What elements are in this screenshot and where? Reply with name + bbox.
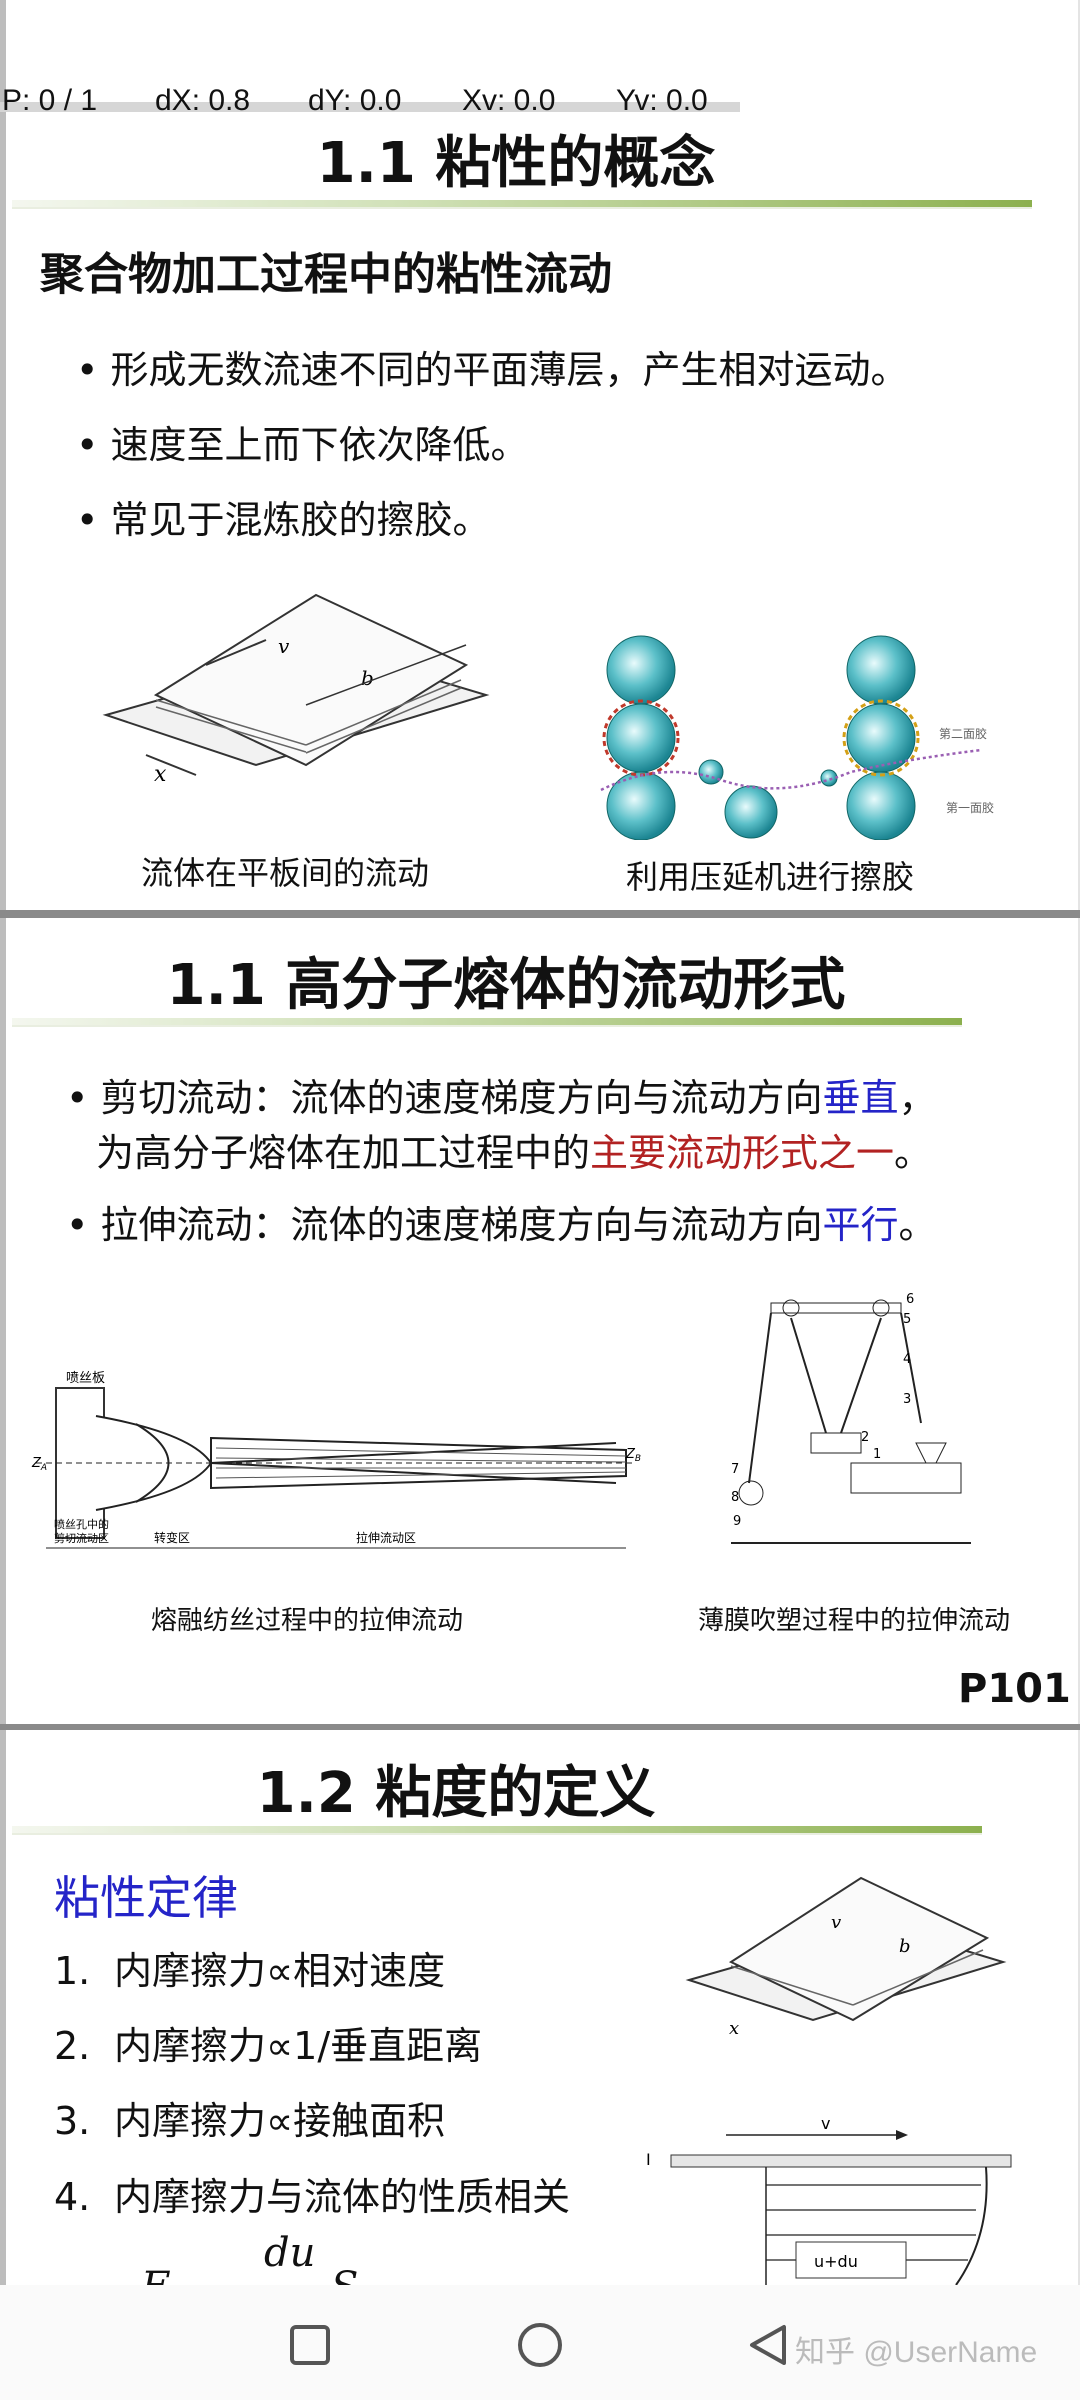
debug-dy: dY: 0.0 [308, 84, 402, 117]
circle-icon [518, 2323, 562, 2367]
debug-yv: Yv: 0.0 [616, 84, 708, 117]
label-stretch-zone: 拉伸流动区 [356, 1530, 416, 1545]
slide-2-title: 1.1 高分子熔体的流动形式 [166, 953, 846, 1018]
label-transition: 转变区 [154, 1530, 190, 1545]
label-n4: 4 [903, 1352, 911, 1367]
label-u-du: u+du [814, 2252, 858, 2271]
law-item: 4.内摩擦力与流体的性质相关 [54, 2175, 571, 2219]
slide-3-title: 1.2 粘度的定义 [256, 1761, 656, 1826]
spinning-caption: 熔融纺丝过程中的拉伸流动 [151, 1606, 464, 1636]
label-n9: 9 [733, 1514, 741, 1529]
home-button[interactable] [510, 2315, 570, 2375]
label-n8: 8 [731, 1490, 739, 1505]
label-v: v [821, 2115, 830, 2133]
label-shear-zone-2: 剪切流动区 [54, 1531, 109, 1545]
label-n3: 3 [903, 1392, 911, 1407]
label-x: x [154, 762, 167, 787]
law-item: 1.内摩擦力∝相对速度 [54, 1949, 446, 1993]
back-button[interactable] [740, 2315, 800, 2375]
law-item: 3.内摩擦力∝接触面积 [54, 2099, 446, 2143]
title-underline [12, 1826, 982, 1835]
label-n7: 7 [731, 1462, 739, 1477]
label-i: I [646, 2150, 651, 2169]
label-za: ZA [31, 1456, 47, 1473]
square-icon [290, 2325, 330, 2365]
title-underline [12, 200, 1032, 209]
debug-xv: Xv: 0.0 [462, 84, 556, 117]
label-b: b [899, 1936, 911, 1957]
film-caption: 薄膜吹塑过程中的拉伸流动 [698, 1606, 1011, 1636]
label-spinneret: 喷丝板 [66, 1371, 105, 1386]
fig2-caption: 利用压延机进行擦胶 [626, 858, 915, 896]
plate-flow-figure-2: v b x [685, 1876, 1007, 2039]
label-x: x [729, 2018, 739, 2039]
fig1-caption: 流体在平板间的流动 [141, 854, 430, 892]
system-nav-bar [0, 2285, 1080, 2400]
law-item: 2.内摩擦力∝1/垂直距离 [54, 2024, 483, 2068]
label-second-coat: 第二面胶 [939, 726, 987, 741]
label-n2: 2 [861, 1430, 869, 1445]
bullet-shear: • 剪切流动：流体的速度梯度方向与流动方向垂直， [66, 1076, 937, 1120]
formula-du: du [264, 2230, 316, 2276]
page-tag: P101 [958, 1666, 1071, 1712]
bullet: • 常见于混炼胶的擦胶。 [76, 498, 491, 542]
label-n1: 1 [873, 1447, 881, 1462]
bullet-shear-line2: 为高分子熔体在加工过程中的主要流动形式之一。 [96, 1131, 933, 1175]
debug-p: P: 0 / 1 [2, 84, 98, 117]
watermark: 知乎 @UserName [795, 2336, 1038, 2369]
back-triangle-icon [750, 2325, 786, 2365]
bullet-stretch: • 拉伸流动：流体的速度梯度方向与流动方向平行。 [66, 1203, 937, 1247]
slide-1-title: 1.1 粘性的概念 [316, 131, 716, 196]
slide-separator [0, 910, 1080, 918]
label-v: v [278, 634, 290, 658]
label-n6: 6 [906, 1293, 914, 1307]
slide-3[interactable]: 1.2 粘度的定义 粘性定律 1.内摩擦力∝相对速度 2.内摩擦力∝1/垂直距离… [0, 1730, 1080, 2310]
bullet: • 形成无数流速不同的平面薄层，产生相对运动。 [76, 348, 909, 392]
label-zb: ZB [625, 1447, 641, 1464]
film-blowing-figure: 6 5 4 3 2 1 7 8 9 [731, 1293, 971, 1544]
label-b: b [361, 666, 374, 690]
law-title: 粘性定律 [54, 1871, 238, 1925]
recent-apps-button[interactable] [280, 2315, 340, 2375]
melt-spinning-figure: 喷丝板 ZA ZB 喷丝孔中的 剪切流动区 转变区 拉伸流动区 [31, 1371, 641, 1549]
bullet: • 速度至上而下依次降低。 [76, 423, 529, 467]
slide-2[interactable]: 1.1 高分子熔体的流动形式 • 剪切流动：流体的速度梯度方向与流动方向垂直， … [0, 918, 1080, 1724]
debug-dx: dX: 0.8 [155, 84, 251, 117]
calender-figure: 第二面胶 第一面胶 [600, 635, 994, 840]
title-underline [12, 1018, 962, 1027]
slide-1-subtitle: 聚合物加工过程中的粘性流动 [40, 249, 612, 300]
slide-separator [0, 1724, 1080, 1732]
velocity-profile-figure: v I u+du [646, 2115, 1012, 2285]
label-n5: 5 [903, 1312, 911, 1327]
plate-flow-figure: v b x [102, 593, 490, 787]
label-v: v [831, 1912, 841, 1933]
label-first-coat: 第一面胶 [946, 800, 994, 815]
slide-1[interactable]: 1.1 粘性的概念 聚合物加工过程中的粘性流动 • 形成无数流速不同的平面薄层，… [0, 0, 1080, 910]
pointer-debug-bar: P: 0 / 1 dX: 0.8 dY: 0.0 Xv: 0.0 Yv: 0.0 [0, 84, 740, 124]
label-shear-zone-1: 喷丝孔中的 [54, 1517, 109, 1531]
